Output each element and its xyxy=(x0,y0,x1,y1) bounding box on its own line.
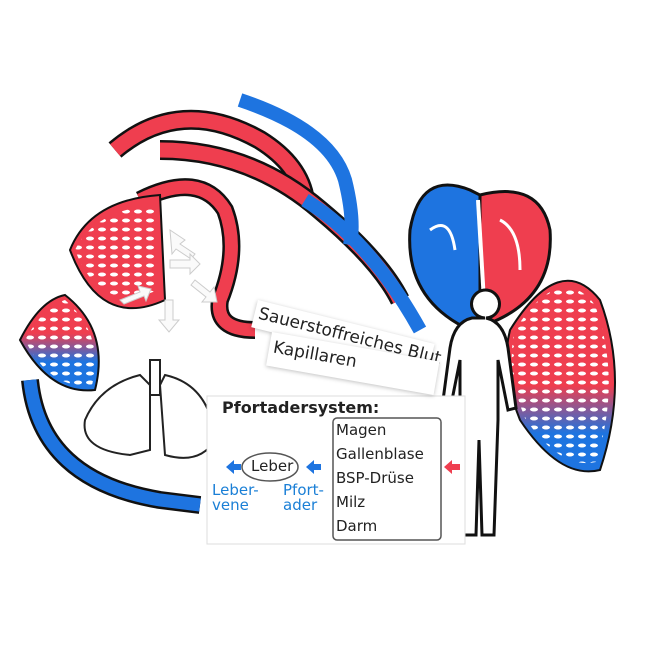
organ-list: Magen Gallenblase BSP-Drüse Milz Darm xyxy=(336,418,424,538)
artery-arch-mid xyxy=(159,140,409,305)
organ-list-box xyxy=(332,417,442,541)
human-figure xyxy=(440,288,518,537)
organ-item: Darm xyxy=(336,517,378,535)
organ-item: Milz xyxy=(336,493,366,511)
vein-strip xyxy=(301,194,427,334)
red-arrow-icon xyxy=(444,460,460,474)
blue-arrow-left-icon xyxy=(226,460,241,474)
organ-item: Gallenblase xyxy=(336,445,424,463)
lungs-outline xyxy=(83,359,217,459)
portal-vein-label-2: ader xyxy=(283,496,318,514)
vein-arch-right xyxy=(237,93,359,247)
heart xyxy=(408,183,552,332)
liver-label: Leber xyxy=(251,457,294,475)
white-arrow-pieces xyxy=(119,229,218,333)
liver-vein-label-2: vene xyxy=(212,496,249,514)
liver-ellipse xyxy=(241,452,299,482)
organ-item: BSP-Drüse xyxy=(336,469,414,487)
organ-item: Magen xyxy=(336,421,387,439)
liver-vein-label-1: Leber- xyxy=(212,481,259,499)
blue-arrow-mid-icon xyxy=(306,460,321,474)
portal-vein-label-1: Pfort- xyxy=(283,481,324,499)
portal-system-title: Pfortadersystem: xyxy=(222,398,380,417)
